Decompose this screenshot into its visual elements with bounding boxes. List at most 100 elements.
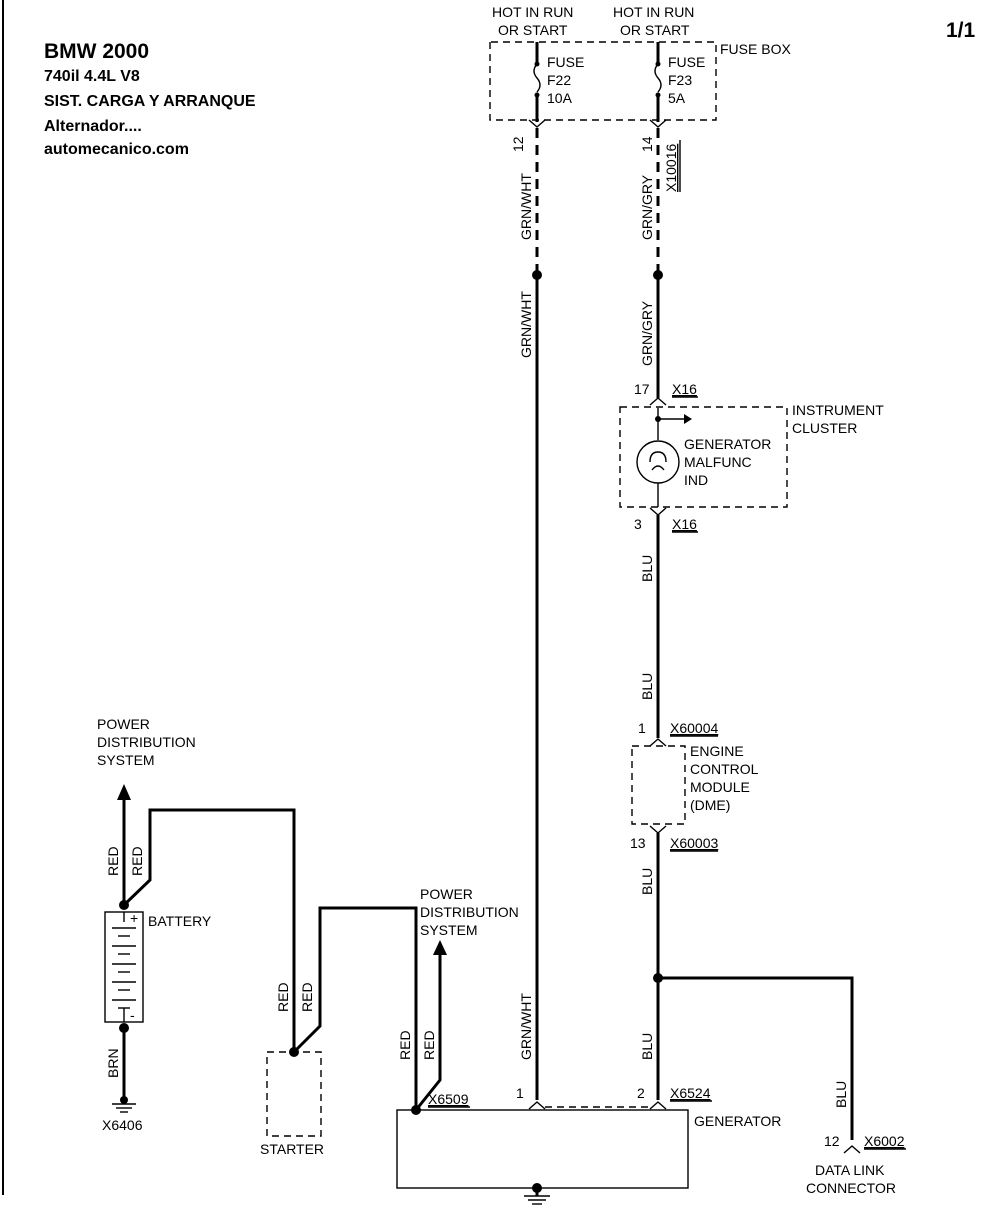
- dlc-label-2: CONNECTOR: [806, 1180, 896, 1196]
- hot-label-right-2: OR START: [620, 22, 690, 38]
- ecm-label-3: MODULE: [690, 779, 750, 795]
- pds-mid-label-1: POWER: [420, 886, 473, 902]
- lamp-label-3: IND: [684, 472, 708, 488]
- fuse-f23-icon: [654, 63, 662, 93]
- pin-14-label: 14: [639, 136, 655, 152]
- battery-positive-dot: [119, 900, 129, 910]
- wire-label-red-1: RED: [397, 1030, 413, 1060]
- diagram-title: BMW 2000: [44, 40, 149, 63]
- data-link-connector: 12 X6002 DATA LINK CONNECTOR: [806, 1133, 906, 1196]
- fuse-f23-label-1: FUSE: [668, 54, 705, 70]
- pds-left-label-1: POWER: [97, 716, 150, 732]
- fuse-box: FUSE BOX HOT IN RUN OR START HOT IN RUN …: [489, 4, 791, 122]
- fuse-f22-terminal-bottom: [534, 92, 540, 98]
- vehicle-model: 740il 4.4L V8: [44, 68, 140, 85]
- website-name: automecanico.com: [44, 141, 189, 158]
- connector-chevron-icon: [843, 1145, 861, 1154]
- wire-red-gen-to-pds: [414, 948, 442, 1111]
- wire-red-starter-to-battery: [122, 808, 296, 1052]
- fuse-box-label: FUSE BOX: [720, 41, 791, 57]
- hot-label-right-1: HOT IN RUN: [613, 4, 694, 20]
- ecm-label-2: CONTROL: [690, 761, 759, 777]
- component-name: Alternador....: [44, 118, 142, 135]
- fuse-f23-terminal-top: [655, 61, 661, 67]
- generator-b-connector: X6509: [428, 1091, 469, 1107]
- wire-label-grn-wht-3: GRN/WHT: [518, 993, 534, 1060]
- generator-box: [396, 1109, 689, 1189]
- battery: POWER DISTRIBUTION SYSTEM RED RED + - BA…: [97, 716, 212, 1133]
- fuse-f22-terminal-top: [534, 61, 540, 67]
- battery-label: BATTERY: [148, 913, 212, 929]
- connector-chevron-icon: [649, 1101, 667, 1110]
- wire-label-blu-3: BLU: [639, 868, 655, 895]
- fuse-f23-terminal-bottom: [655, 92, 661, 98]
- splice-dot: [653, 270, 663, 280]
- starter-label: STARTER: [260, 1141, 324, 1157]
- ecm-label-4: (DME): [690, 797, 730, 813]
- wire-label-red-6: RED: [129, 846, 145, 876]
- arrow-right-icon: [684, 414, 692, 424]
- wire-label-grn-gry-2: GRN/GRY: [639, 300, 655, 366]
- connector-chevron-icon: [649, 825, 667, 834]
- generator-label: GENERATOR: [694, 1113, 781, 1129]
- dlc-pin-12: 12: [824, 1133, 840, 1149]
- ic-connector-top: X16: [672, 381, 697, 397]
- wire-label-red-4: RED: [299, 982, 315, 1012]
- connector-chevron-icon: [528, 119, 546, 128]
- ecm-pin-13: 13: [630, 835, 646, 851]
- page-number: 1/1: [946, 19, 976, 42]
- connector-chevron-icon: [649, 507, 667, 516]
- battery-minus: -: [130, 1007, 135, 1023]
- wire-label-red-3: RED: [275, 982, 291, 1012]
- dlc-label-1: DATA LINK: [815, 1162, 885, 1178]
- wire-label-red-2: RED: [421, 1030, 437, 1060]
- generator-pin-1: 1: [516, 1085, 524, 1101]
- ground-dot: [532, 1183, 542, 1193]
- ic-label-2: CLUSTER: [792, 420, 857, 436]
- wire-label-blu-1: BLU: [639, 555, 655, 582]
- connector-x10016-label: X10016: [663, 144, 679, 192]
- battery-plus: +: [130, 910, 138, 926]
- wire-label-grn-wht-1: GRN/WHT: [518, 173, 534, 240]
- connector-chevron-icon: [649, 397, 667, 406]
- hot-label-left-2: OR START: [498, 22, 568, 38]
- pds-left-label-2: DISTRIBUTION: [97, 734, 196, 750]
- connector-chevron-icon: [649, 738, 667, 747]
- hot-label-left-1: HOT IN RUN: [492, 4, 573, 20]
- connector-chevron-icon: [528, 1101, 546, 1110]
- wire-blu-to-dlc: [658, 976, 854, 1140]
- ecm-connector-top: X60004: [670, 720, 718, 736]
- wire-label-brn: BRN: [105, 1048, 121, 1078]
- arrow-up-icon: [433, 940, 447, 955]
- fuse-f23-label-3: 5A: [668, 90, 686, 106]
- ecm-connector-bottom: X60003: [670, 835, 718, 851]
- lamp-filament-icon: [649, 451, 667, 471]
- fuse-f22-icon: [533, 63, 541, 93]
- fuse-f22-label-3: 10A: [547, 90, 573, 106]
- system-name: SIST. CARGA Y ARRANQUE: [44, 93, 256, 110]
- wire-red-gen-to-starter: [292, 906, 418, 1110]
- engine-control-module: 1 X60004 ENGINE CONTROL MODULE (DME) 13 …: [630, 720, 759, 852]
- wire-label-blu-4: BLU: [639, 1033, 655, 1060]
- ecm-pin-1: 1: [638, 720, 646, 736]
- pds-mid-label-2: DISTRIBUTION: [420, 904, 519, 920]
- ic-label-1: INSTRUMENT: [792, 402, 884, 418]
- starter-outline: [266, 1051, 322, 1137]
- splice-dot: [532, 270, 542, 280]
- wire-label-grn-wht-2: GRN/WHT: [518, 291, 534, 358]
- generator-connector: X6524: [670, 1085, 711, 1101]
- dlc-connector: X6002: [864, 1133, 905, 1149]
- ic-connector-bottom: X16: [672, 516, 697, 532]
- generator-pin-2: 2: [637, 1085, 645, 1101]
- instrument-cluster: 17 X16 INSTRUMENT CLUSTER GENERATOR MALF…: [619, 381, 884, 533]
- wire-label-blu-2: BLU: [639, 673, 655, 700]
- ic-pin-3: 3: [634, 516, 642, 532]
- wire-label-red-5: RED: [105, 846, 121, 876]
- ecm-outline: [631, 745, 686, 825]
- pin-12-label: 12: [510, 136, 526, 152]
- wire-label-grn-gry-1: GRN/GRY: [639, 174, 655, 240]
- instrument-cluster-outline: [619, 406, 788, 508]
- lamp-label-2: MALFUNC: [684, 454, 752, 470]
- generator: GENERATOR 1 2 X6524 X6509: [396, 1085, 781, 1205]
